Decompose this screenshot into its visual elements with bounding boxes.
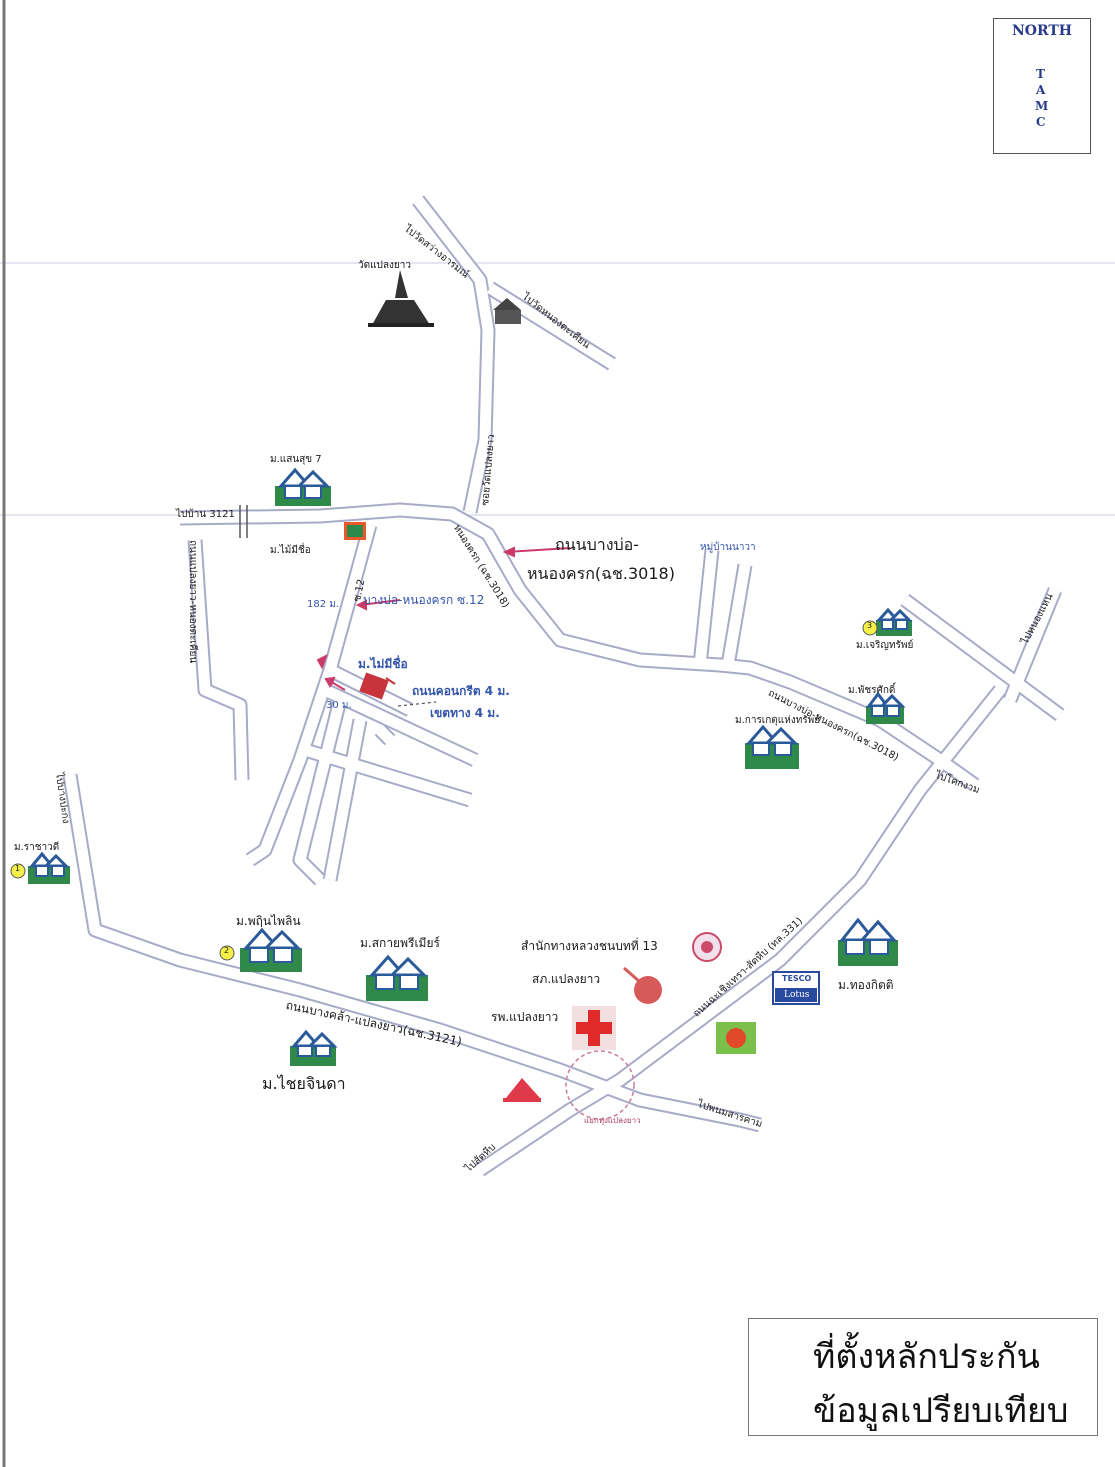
honda-icon: [503, 1078, 541, 1102]
house-icons: [28, 467, 913, 1066]
label-junction: แยกทุ่งแปลงยาว: [584, 1116, 641, 1125]
road-network: [62, 195, 1065, 1177]
label-wat-plong-yao: วัดแปลงยาว: [358, 260, 412, 271]
label-office: สำนักทางหลวงชนบทที่ 13: [521, 939, 658, 953]
comparison-number-3: 3: [867, 621, 873, 630]
house-icon-sapphire: [366, 954, 428, 1001]
legend: ที่ตั้งหลักประกัน ข้อมูลเปรียบเทียบ: [748, 1318, 1098, 1436]
legend-comparison-label: ข้อมูลเปรียบเทียบ: [813, 1391, 1069, 1431]
compass-letter-m: M: [1035, 99, 1049, 113]
label-m-maipheeseu: ม.ไม่มีชื่อ: [358, 657, 408, 671]
label-tesco: TESCO: [782, 974, 812, 983]
house-icon-phetcharat: [866, 691, 906, 724]
label-m-chaichinda: ม.ไชยจินดา: [262, 1074, 346, 1093]
label-police: สภ.แปลงยาว: [532, 972, 601, 986]
road-markers: [239, 505, 248, 538]
comparison-markers: [10, 620, 878, 961]
road-331: [475, 685, 1006, 1177]
label-lotus: Lotus: [784, 990, 810, 1000]
seven-eleven-icon: [344, 522, 366, 540]
label-30m: 30 ม.: [326, 700, 352, 711]
label-concrete-road: ถนนคอนกรีต 4 ม.: [412, 684, 510, 698]
comparison-marker-3: [862, 620, 878, 636]
label-road-main-1: ถนนบางบ่อ-: [555, 535, 640, 554]
label-182m: 182 ม.: [307, 599, 340, 610]
label-to-nong-tai: หมู่บ้านนาวา: [700, 542, 756, 553]
compass-letter-a: A: [1036, 83, 1046, 97]
label-m-sapphire: ม.สกายพรีเมียร์: [360, 936, 440, 950]
house-icon-jaroensap: [875, 607, 913, 636]
house-icon-chaichinda: [290, 1029, 338, 1066]
legend-collateral-label: ที่ตั้งหลักประกัน: [813, 1337, 1040, 1377]
house-icon-phinyo: [240, 927, 302, 972]
label-m-phetcharat: ม.พัชรศักดิ์: [848, 685, 896, 696]
label-to-3121: ไปบ้าน 3121: [176, 509, 235, 520]
label-m-sansuk: ม.แสนสุข 7: [270, 454, 322, 465]
label-hospital: รพ.แปลงยาว: [491, 1010, 559, 1024]
tesco-icon: [772, 971, 820, 1005]
temple-icon: [368, 270, 434, 327]
bigc-icon: [716, 1022, 756, 1054]
label-soi12: บางบ่อ-หนองครก ซ.12: [363, 593, 485, 607]
label-m-maipheeseu-top: ม.ไม้มีชื่อ: [270, 545, 311, 556]
junction-circle: [565, 1050, 635, 1120]
building-icon: [493, 298, 521, 324]
house-icon-thongkit: [838, 917, 898, 966]
comparison-number-1: 1: [15, 864, 21, 873]
north-title: NORTH: [1011, 23, 1073, 39]
comparison-marker-2: [219, 945, 235, 961]
hospital-icon: [572, 1006, 616, 1050]
label-road-main-2: หนองครก(ฉช.3018): [527, 564, 675, 583]
collateral-parcel: [359, 672, 389, 700]
comparison-marker-1: [10, 863, 26, 879]
north-compass: NORTH T A M C: [993, 18, 1091, 154]
label-m-phinyo: ม.พฤินไพลิน: [236, 914, 301, 928]
compass-letter-t: T: [1036, 67, 1045, 81]
label-m-rachawadee: ม.ราชาวดี: [14, 842, 60, 853]
label-vertical-road: ถนนแปลงยาว-หนองตะเคียน: [187, 540, 198, 664]
house-icon-rachawadee: [28, 851, 70, 884]
police-icon: [623, 966, 662, 1004]
label-m-thongkit: ม.ทองกิตติ: [838, 978, 894, 992]
compass-letter-c: C: [1036, 115, 1046, 129]
house-icon-karaket: [745, 724, 799, 769]
comparison-number-2: 2: [224, 946, 230, 955]
office-icon: [692, 932, 722, 962]
label-m-jaroensap: ม.เจริญทรัพย์: [856, 640, 914, 651]
house-icon-sansuk: [275, 467, 331, 506]
label-lane: เขตทาง 4 ม.: [430, 706, 500, 720]
pointer-arrows: [316, 546, 571, 691]
label-m-karaket: ม.การเกตุแห่งทรัพย์: [735, 715, 821, 726]
